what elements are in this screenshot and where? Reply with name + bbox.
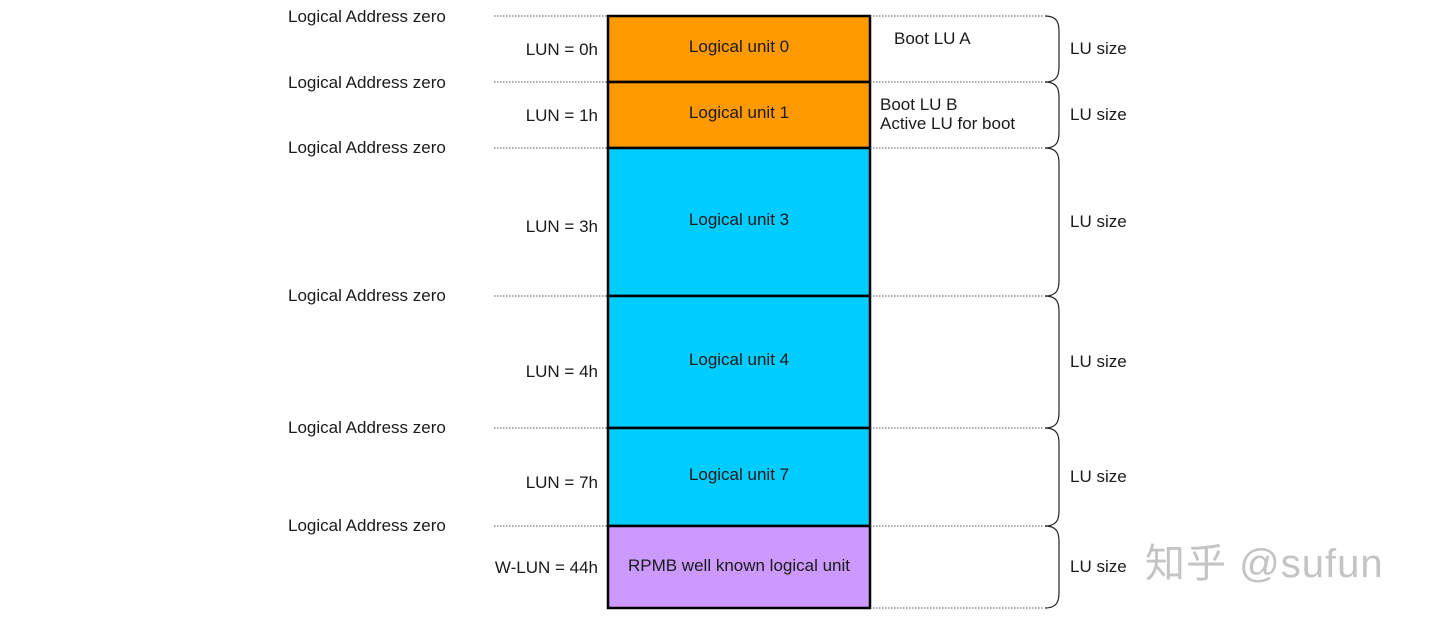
logical-unit-name: Logical unit 3 — [688, 210, 790, 229]
logical-address-zero-label: Logical Address zero — [288, 516, 446, 535]
logical-unit-box — [606, 294, 872, 430]
lu-size-label: LU size — [1070, 467, 1127, 486]
lun-label: W-LUN = 44h — [494, 558, 598, 577]
lu-size-label: LU size — [1070, 105, 1127, 124]
logical-unit-name: Logical unit 1 — [688, 103, 790, 122]
size-brace — [1044, 295, 1060, 429]
lun-label: LUN = 7h — [525, 473, 598, 492]
lun-label: LUN = 0h — [525, 40, 598, 59]
logical-unit-name: RPMB well known logical unit — [627, 556, 851, 575]
lun-label: LUN = 1h — [525, 106, 598, 125]
logical-address-zero-label: Logical Address zero — [288, 418, 446, 437]
watermark: 知乎 @sufun — [1145, 542, 1384, 586]
size-brace — [1044, 525, 1060, 609]
logical-unit-box — [606, 80, 872, 150]
lu-size-label: LU size — [1070, 557, 1127, 576]
logical-unit-box — [606, 524, 872, 610]
lun-label: LUN = 3h — [525, 217, 598, 236]
size-brace — [1044, 81, 1060, 149]
logical-address-zero-label: Logical Address zero — [288, 286, 446, 305]
lu-size-label: LU size — [1070, 39, 1127, 58]
lu-size-label: LU size — [1070, 212, 1127, 231]
logical-unit-box — [606, 14, 872, 84]
logical-address-zero-label: Logical Address zero — [288, 73, 446, 92]
lu-note: Active LU for boot — [880, 114, 1016, 133]
logical-address-zero-label: Logical Address zero — [288, 138, 446, 157]
lu-note: Boot LU A — [894, 29, 971, 48]
logical-address-zero-label: Logical Address zero — [288, 7, 446, 26]
logical-unit-box — [606, 146, 872, 298]
logical-unit-name: Logical unit 4 — [688, 350, 790, 369]
size-brace — [1044, 147, 1060, 297]
logical-unit-name: Logical unit 7 — [688, 465, 790, 484]
lu-size-label: LU size — [1070, 352, 1127, 371]
size-brace — [1044, 427, 1060, 527]
size-brace — [1044, 15, 1060, 83]
lun-label: LUN = 4h — [525, 362, 598, 381]
lu-note: Boot LU B — [880, 95, 958, 114]
logical-unit-name: Logical unit 0 — [688, 37, 790, 56]
